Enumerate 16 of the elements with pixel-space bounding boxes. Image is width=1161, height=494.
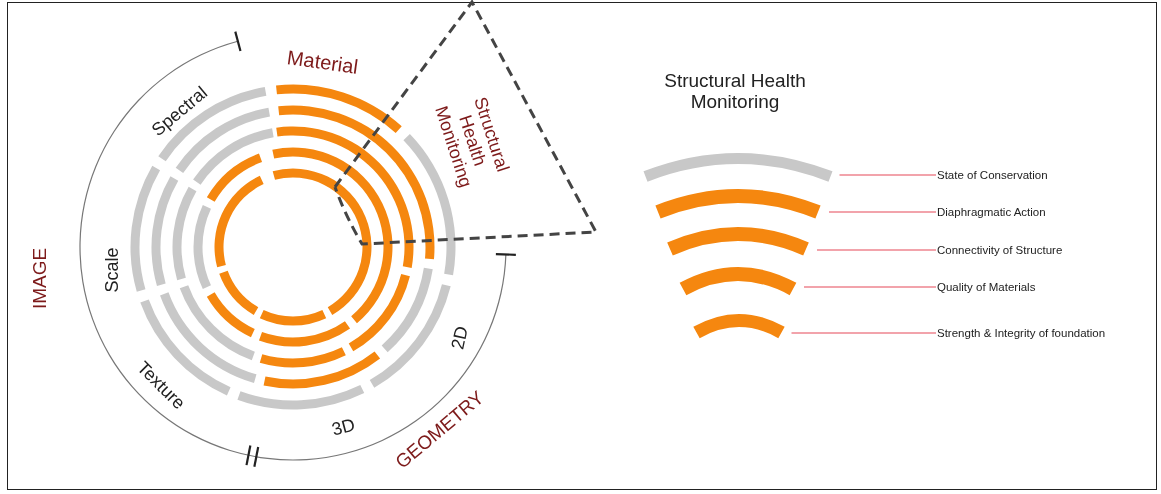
leader-line: [828, 211, 937, 213]
axis-group-label: IMAGE: [29, 247, 51, 309]
category-label: 2D: [447, 324, 473, 352]
leader-line: [838, 174, 937, 176]
item-label: Diaphragmatic Action: [937, 205, 1046, 219]
leader-line: [803, 286, 937, 288]
item-label: Strength & Integrity of foundation: [937, 326, 1106, 340]
leader-line: [816, 249, 937, 251]
category-label: 3D: [329, 415, 357, 441]
item-label: Quality of Materials: [937, 280, 1036, 294]
panel-heading: Structural Health Monitoring: [663, 71, 807, 113]
item-label: Connectivity of Structure: [937, 243, 1063, 257]
category-label: Material: [285, 46, 359, 78]
leader-line: [790, 332, 937, 334]
category-label: Scale: [102, 247, 122, 293]
item-label: State of Conservation: [937, 168, 1048, 182]
